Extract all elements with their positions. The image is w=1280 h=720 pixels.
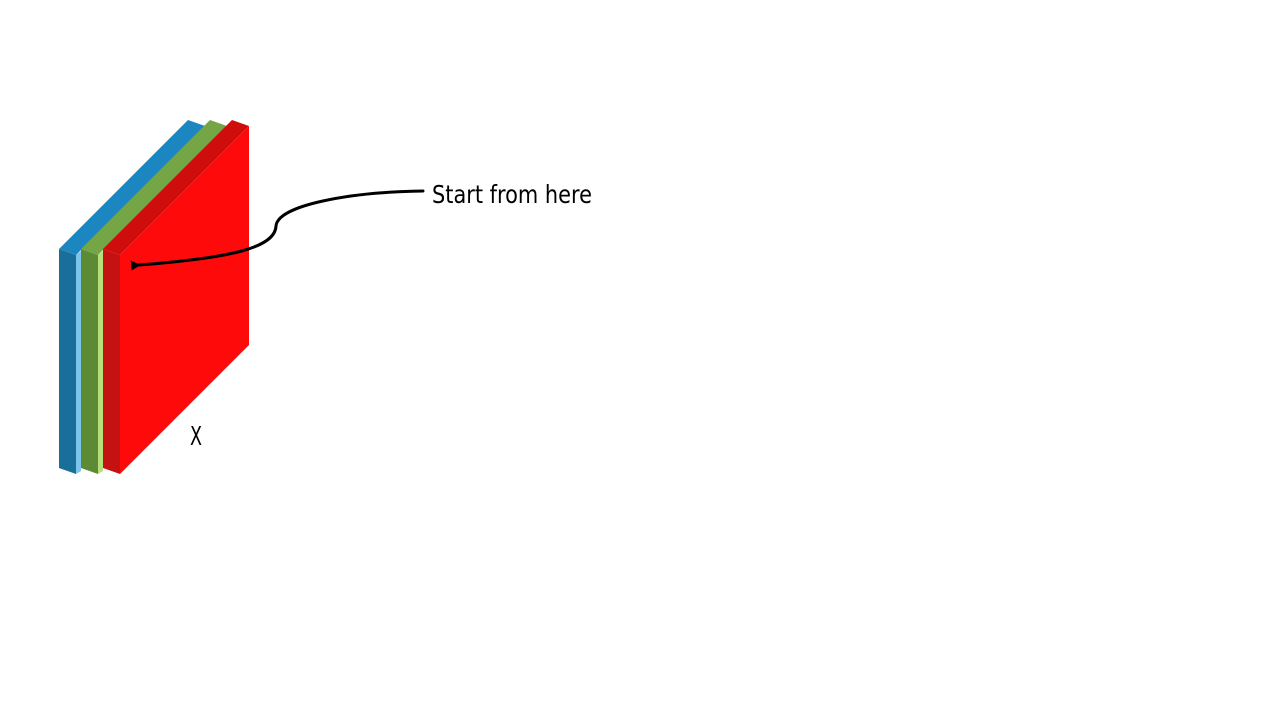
red-layer-side [103,249,120,474]
green-layer-side [81,249,98,474]
red-layer [103,120,249,474]
green-layer-edge [98,251,103,474]
blue-layer-edge [76,251,81,474]
blue-layer-side [59,249,76,474]
red-layer-front [120,126,249,474]
axis-label-x: X [190,422,202,452]
blue-layer [59,120,205,474]
annotation-text: Start from here [432,180,592,209]
red-layer-top [103,120,249,255]
green-layer-top [81,120,227,255]
green-layer [81,120,227,474]
pointer-arrow [130,189,425,271]
blue-layer-top [59,120,205,255]
